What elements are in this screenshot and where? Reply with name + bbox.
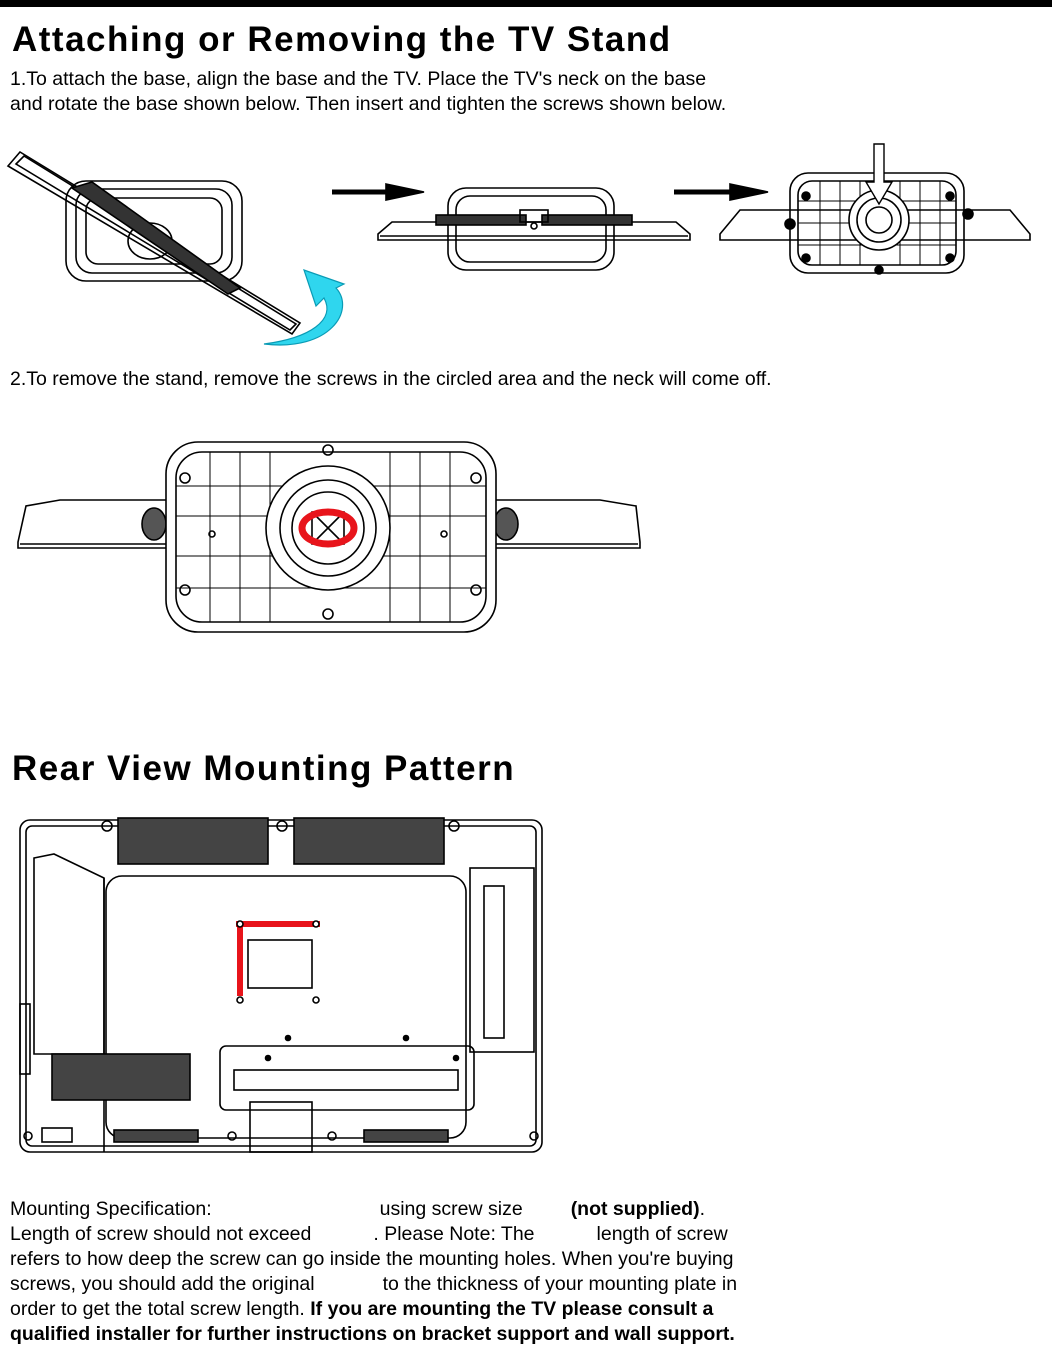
step1-line1: 1.To attach the base, align the base and…	[10, 68, 707, 90]
spec-line5: order to get the total screw length. If …	[10, 1297, 713, 1322]
rotated-base-figure	[719, 143, 1031, 275]
spec-add-original: screws, you should add the original	[10, 1273, 315, 1295]
spec-warning-1: If you are mounting the TV please consul…	[310, 1298, 714, 1320]
step2-line1: 2.To remove the stand, remove the screws…	[10, 368, 772, 390]
tv-on-base-figure	[377, 187, 691, 271]
step1-line2: and rotate the base shown below. Then in…	[10, 93, 727, 115]
spec-period: .	[699, 1198, 706, 1220]
rear-view-illustration	[19, 817, 543, 1153]
spec-screw-size-label: using screw size	[379, 1198, 523, 1220]
spec-line3: refers to how deep the screw can go insi…	[10, 1248, 734, 1270]
attach-stand-illustration	[6, 143, 1031, 346]
spec-length-label: Length of screw should not exceed	[10, 1223, 312, 1245]
arrow-right-2	[674, 183, 769, 201]
spec-line1: Mounting Specification: using screw size (…	[10, 1197, 705, 1222]
spec-not-supplied: (not supplied)	[570, 1198, 700, 1220]
remove-stand-illustration	[17, 441, 641, 633]
spec-warning-2: qualified installer for further instruct…	[10, 1323, 735, 1345]
top-rule	[0, 0, 1052, 7]
arrow-right-1	[332, 183, 425, 201]
spec-total-length: order to get the total screw length.	[10, 1298, 305, 1320]
section-title-stand: Attaching or Removing the TV Stand	[12, 20, 672, 59]
section-title-mounting: Rear View Mounting Pattern	[12, 749, 516, 788]
rotate-arrow-icon	[263, 269, 346, 346]
tilted-tv-figure	[6, 150, 302, 336]
spec-line4: screws, you should add the original to th…	[10, 1272, 737, 1297]
spec-length-of-screw: length of screw	[596, 1223, 728, 1245]
spec-note: . Please Note: The	[373, 1223, 535, 1245]
spec-label: Mounting Specification:	[10, 1198, 212, 1220]
spec-thickness: to the thickness of your mounting plate …	[382, 1273, 738, 1295]
highlight-circle	[298, 508, 358, 548]
spec-line2: Length of screw should not exceed . Pleas…	[10, 1222, 728, 1247]
spec-line6: qualified installer for further instruct…	[10, 1322, 735, 1347]
